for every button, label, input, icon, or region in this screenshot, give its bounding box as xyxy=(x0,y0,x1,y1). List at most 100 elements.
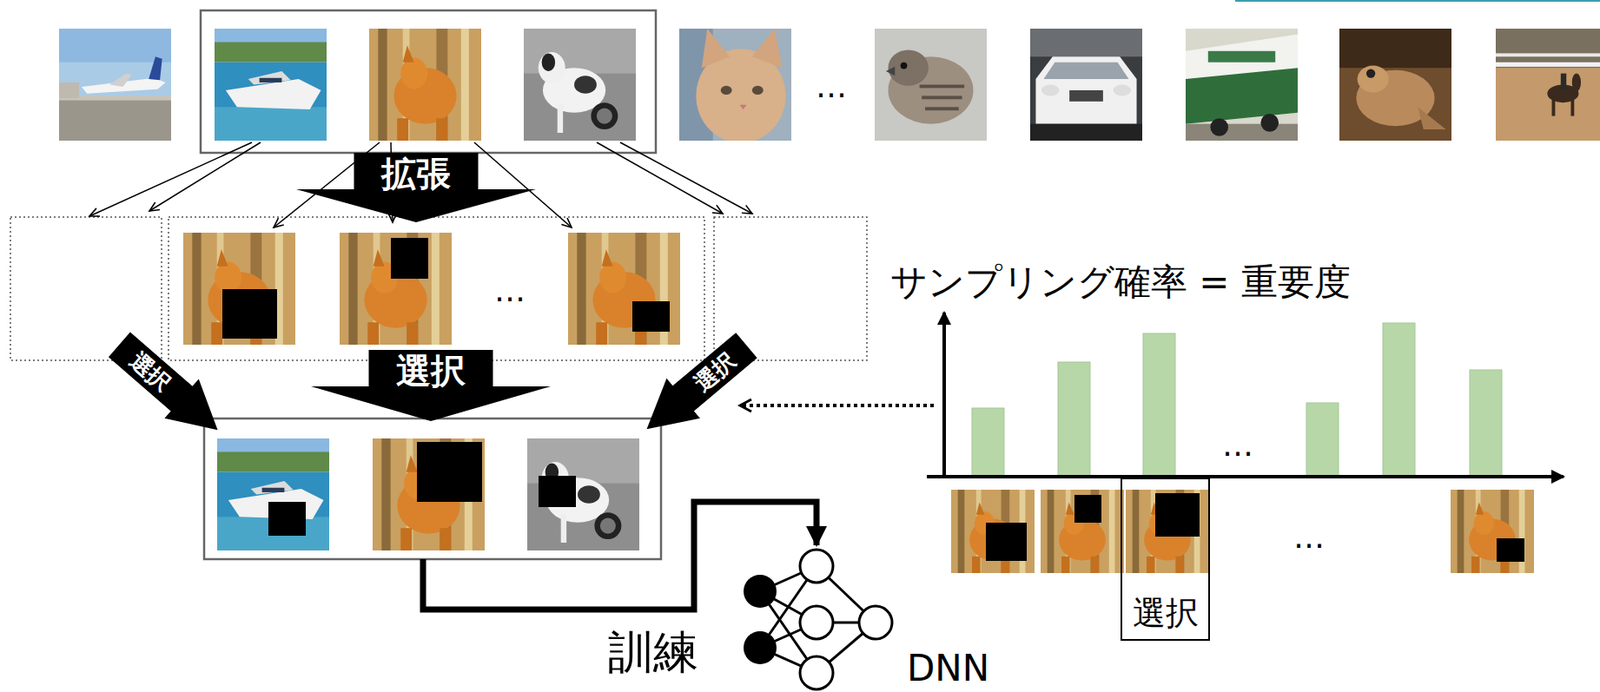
output-neuron xyxy=(859,606,893,640)
image-part xyxy=(251,481,294,495)
thumbnail-image xyxy=(1185,28,1298,141)
input-neuron xyxy=(743,631,777,665)
image-part xyxy=(59,82,80,99)
image-part xyxy=(377,28,387,141)
cutout-mask xyxy=(538,476,576,508)
image-part xyxy=(958,489,966,574)
image-part xyxy=(1040,489,1124,574)
arrow-body xyxy=(310,350,551,422)
hyperlink-underline xyxy=(1235,0,1600,2)
image-part xyxy=(431,232,440,345)
image-part xyxy=(217,472,330,551)
augment-arrow xyxy=(474,142,572,228)
image-part xyxy=(214,106,327,141)
image-part xyxy=(1125,489,1210,574)
input-neuron xyxy=(743,575,777,609)
node-text: 選択 xyxy=(396,350,466,392)
expand-arrow: 拡張 xyxy=(296,152,536,223)
selection-box: 選択 xyxy=(1120,477,1210,642)
node-text: 選択 xyxy=(1132,595,1199,633)
cutout-mask xyxy=(1496,538,1525,562)
image-part xyxy=(577,485,601,504)
image-part xyxy=(1339,28,1452,141)
image-part xyxy=(1043,62,1129,80)
image-part xyxy=(1132,489,1140,574)
image-part xyxy=(527,438,640,551)
image-part xyxy=(367,322,379,345)
image-part xyxy=(214,28,327,42)
image-part xyxy=(752,85,764,95)
image-part xyxy=(1417,106,1446,130)
thumbnail-image xyxy=(59,28,172,141)
thumbnail-image xyxy=(951,489,1035,574)
image-part xyxy=(523,28,636,141)
image-part xyxy=(1208,51,1276,63)
image-part xyxy=(1090,556,1100,574)
image-part xyxy=(1146,556,1156,574)
image-part xyxy=(1185,67,1298,124)
image-part xyxy=(885,66,895,76)
augment-arrow xyxy=(89,142,252,217)
thumbnail-image xyxy=(183,232,296,345)
image-part xyxy=(1474,511,1495,536)
image-part xyxy=(1495,28,1600,68)
ellipsis: … xyxy=(1222,428,1254,463)
hidden-neuron xyxy=(800,606,834,640)
image-part xyxy=(59,28,172,99)
probability-bar xyxy=(1057,362,1091,477)
image-part xyxy=(214,28,327,63)
thumbnail-image xyxy=(874,28,987,141)
node-text: 拡張 xyxy=(381,152,451,195)
image-part xyxy=(191,232,201,345)
thumbnail-image xyxy=(1030,28,1143,141)
image-part xyxy=(1041,85,1060,97)
thumbnail-image xyxy=(1450,489,1534,574)
selected-batch-frame xyxy=(204,418,662,560)
image-part xyxy=(574,75,597,94)
image-part xyxy=(568,232,681,345)
image-part xyxy=(1185,124,1298,141)
image-part xyxy=(752,28,783,68)
training-arrow xyxy=(423,502,817,610)
chart-title: サンプリング確率 = 重要度 xyxy=(890,262,1351,303)
image-part xyxy=(1047,489,1055,574)
thumbnail-image xyxy=(1125,489,1210,574)
image-part xyxy=(1065,502,1075,515)
image-part xyxy=(1030,28,1143,57)
image-part xyxy=(925,106,959,111)
image-part xyxy=(339,232,452,345)
image-part xyxy=(1366,68,1376,78)
model-label: DNN xyxy=(906,648,990,689)
image-part xyxy=(1185,33,1298,124)
image-part xyxy=(403,45,415,62)
thumbnail-image xyxy=(339,232,452,345)
image-part xyxy=(594,512,622,540)
image-part xyxy=(951,489,1035,574)
image-part xyxy=(921,95,962,100)
image-part xyxy=(1552,95,1556,116)
augment-arrow xyxy=(596,142,723,214)
image-part xyxy=(720,85,733,95)
thumbnail-image xyxy=(679,28,792,141)
image-part xyxy=(596,108,613,125)
thumbnail-image xyxy=(1339,28,1452,141)
image-part xyxy=(439,528,451,551)
select-arrow: 選択 xyxy=(310,350,551,422)
image-part xyxy=(217,438,330,452)
image-part xyxy=(1209,118,1229,137)
image-part xyxy=(262,488,285,493)
image-part xyxy=(348,232,358,345)
thumbnail-image xyxy=(214,28,327,141)
arrow-body xyxy=(296,152,536,223)
image-part xyxy=(599,262,627,294)
image-part xyxy=(1572,73,1581,93)
image-part xyxy=(1495,62,1600,67)
probability-bar xyxy=(1382,323,1415,477)
image-part xyxy=(225,79,322,110)
image-part xyxy=(1357,66,1389,93)
cutout-mask xyxy=(1074,495,1102,523)
image-part xyxy=(1069,90,1104,102)
augmentation-box xyxy=(10,217,162,361)
thumbnail-image xyxy=(369,28,482,141)
